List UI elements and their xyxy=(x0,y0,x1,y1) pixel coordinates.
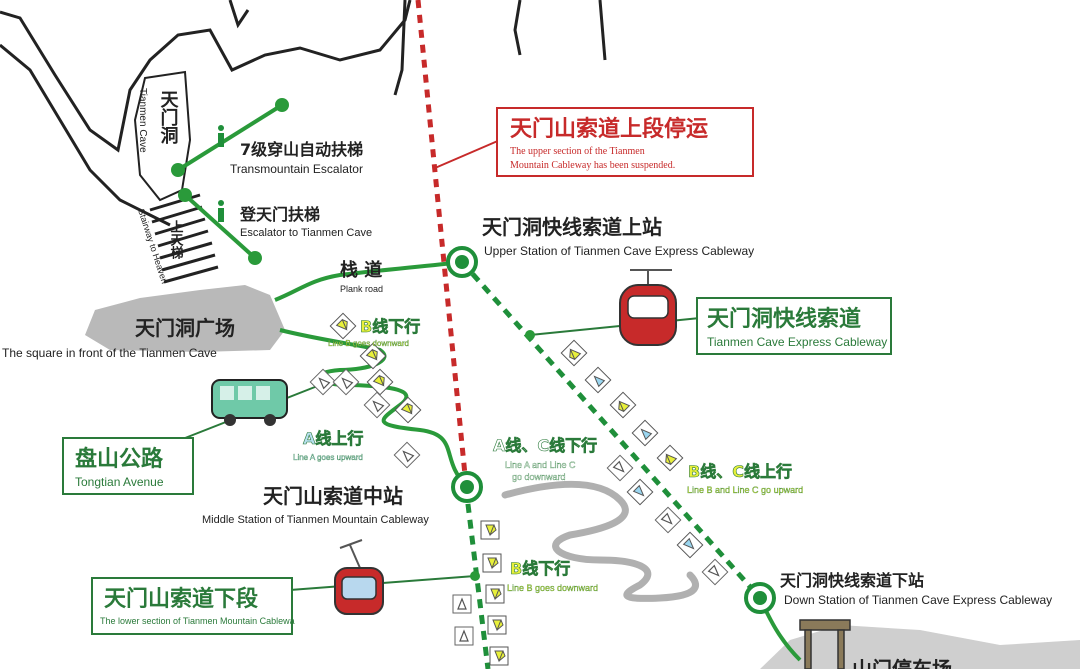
upper-station-en: Upper Station of Tianmen Cave Express Ca… xyxy=(484,244,754,258)
lower-cableway-line xyxy=(463,487,491,669)
callout-lines xyxy=(179,317,701,591)
express-gondola-icon xyxy=(619,269,677,346)
express-en: Tianmen Cave Express Cableway xyxy=(707,335,887,349)
stairway-title: 上天梯 xyxy=(168,220,184,260)
line-b-down2-en: Line B goes downward xyxy=(507,583,598,593)
bottom-cut-label: 山门停车场 xyxy=(852,657,952,669)
lower-section-en: The lower section of Tianmen Mountain Ca… xyxy=(100,616,295,626)
square-rock xyxy=(85,285,285,352)
panshan-box xyxy=(62,437,194,495)
line-ac-down-en-2: go downward xyxy=(512,472,566,482)
middle-station-en: Middle Station of Tianmen Mountain Cable… xyxy=(202,514,429,526)
line-ac-down-label: A线、C线下行 xyxy=(493,436,597,455)
upper-station-title: 天门洞快线索道上站 xyxy=(482,215,662,239)
suspended-en-1: The upper section of the Tianmen xyxy=(510,146,645,157)
express-cableway-line xyxy=(460,260,762,600)
express-box xyxy=(696,297,892,355)
suspended-callout-line xyxy=(434,139,501,169)
line-b-down-en: Line B goes downward xyxy=(328,339,409,348)
suspended-en-2: Mountain Cableway has been suspended. xyxy=(510,160,675,171)
arrows-lower-b-down xyxy=(452,520,509,666)
square-title: 天门洞广场 xyxy=(135,316,235,340)
winding-road xyxy=(501,480,699,602)
line-b-down2-label: B线下行 xyxy=(510,559,570,578)
down-station-title: 天门洞快线索道下站 xyxy=(780,571,924,590)
upper-station-marker[interactable] xyxy=(446,246,478,278)
lower-gondola-icon xyxy=(334,539,384,615)
bus-icon xyxy=(211,379,288,426)
cave-en: Tianmen Cave xyxy=(137,88,148,153)
plank-en: Plank road xyxy=(340,284,383,294)
mountain-outline xyxy=(0,0,607,227)
panshan-en: Tongtian Avenue xyxy=(75,475,164,489)
line-bc-up-label: B线、C线上行 xyxy=(688,462,792,481)
lower-section-title: 天门山索道下段 xyxy=(104,586,258,612)
line-a-up-label: A线上行 xyxy=(303,429,363,448)
suspended-notice-box xyxy=(496,107,754,177)
middle-station-title: 天门山索道中站 xyxy=(263,484,403,508)
down-station-marker[interactable] xyxy=(744,582,776,614)
express-title: 天门洞快线索道 xyxy=(707,306,861,332)
line-bc-up-en: Line B and Line C go upward xyxy=(687,485,803,495)
person-icon xyxy=(218,125,224,222)
middle-station-marker[interactable] xyxy=(451,471,483,503)
gate-icon xyxy=(799,619,851,669)
escalator7-en: Transmountain Escalator xyxy=(230,162,363,176)
plank-title: 栈 道 xyxy=(340,259,382,281)
escalator-cave-title: 登天门扶梯 xyxy=(239,205,320,224)
down-station-en: Down Station of Tianmen Cave Express Cab… xyxy=(784,593,1052,607)
suspended-title: 天门山索道上段停运 xyxy=(510,116,708,142)
line-b-down-label: B线下行 xyxy=(360,317,420,336)
escalator-cave-en: Escalator to Tianmen Cave xyxy=(240,227,372,239)
escalator7-title: 7级穿山自动扶梯 xyxy=(240,140,363,159)
cave-title: 天门洞 xyxy=(158,90,179,145)
lower-section-box xyxy=(91,577,293,635)
stairway-to-heaven xyxy=(149,193,219,284)
line-ac-down-en-1: Line A and Line C xyxy=(505,460,576,470)
square-en: The square in front of the Tianmen Cave xyxy=(2,346,217,360)
line-a-up-en: Line A goes upward xyxy=(293,453,363,462)
panshan-title: 盘山公路 xyxy=(75,446,164,472)
suspended-cableway-line xyxy=(415,0,469,486)
